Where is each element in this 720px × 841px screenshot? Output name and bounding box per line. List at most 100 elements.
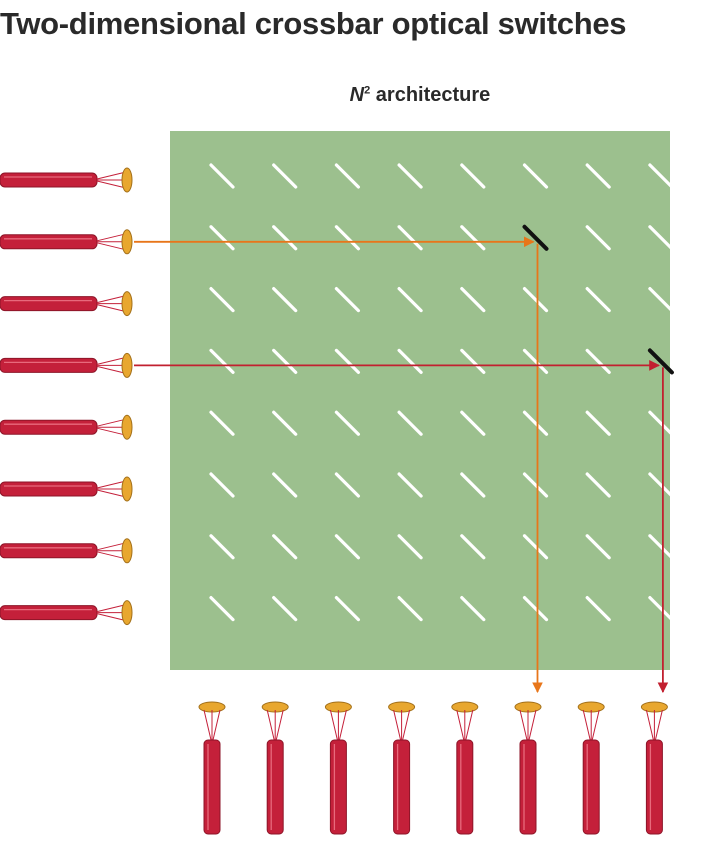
mirror <box>585 410 611 436</box>
mirror <box>397 225 423 251</box>
input-light-cone <box>96 233 127 251</box>
mirror <box>209 472 235 498</box>
mirror <box>272 225 298 251</box>
mirror <box>334 287 360 313</box>
mirror <box>522 534 549 560</box>
mirror <box>648 410 674 436</box>
mirror <box>460 472 486 498</box>
mirror <box>585 348 611 374</box>
mirror <box>648 534 674 560</box>
mirror <box>585 534 611 560</box>
output-fiber <box>519 739 537 835</box>
mirror <box>272 595 298 622</box>
input-light-cone <box>96 604 127 622</box>
architecture-text: architecture <box>370 84 491 106</box>
mirror <box>648 225 674 251</box>
input-fiber <box>0 481 98 497</box>
mirror <box>522 348 549 374</box>
architecture-symbol: N <box>349 84 365 106</box>
input-lens <box>121 538 133 564</box>
output-fiber <box>645 739 663 835</box>
mirror <box>522 595 549 622</box>
input-lens <box>121 476 133 502</box>
output-light-cone <box>645 709 663 741</box>
mirror <box>522 163 549 189</box>
input-light-cone <box>96 542 127 560</box>
input-fiber <box>0 543 98 559</box>
mirror <box>397 348 423 374</box>
mirror <box>397 534 423 560</box>
mirror <box>334 163 360 189</box>
mirror <box>460 348 486 374</box>
mirror <box>209 410 235 436</box>
mirror <box>585 595 611 622</box>
mirror <box>334 348 360 374</box>
input-fiber <box>0 234 98 250</box>
input-lens <box>121 414 133 440</box>
mirror <box>460 534 486 560</box>
mirror <box>460 225 486 251</box>
output-fiber <box>582 739 600 835</box>
output-fiber <box>456 739 474 835</box>
input-fiber <box>0 357 98 373</box>
mirror <box>460 410 486 436</box>
mirror <box>648 163 674 189</box>
mirror <box>334 225 360 251</box>
mirror <box>397 287 423 313</box>
mirror <box>334 472 360 498</box>
output-light-cone <box>203 709 221 741</box>
mirror <box>648 595 674 622</box>
mirror <box>209 595 235 622</box>
input-fiber <box>0 296 98 312</box>
output-fiber <box>329 739 347 835</box>
input-lens <box>121 600 133 626</box>
mirror <box>397 163 423 189</box>
mirror <box>272 287 298 313</box>
output-fiber <box>203 739 221 835</box>
input-light-cone <box>96 480 127 498</box>
output-light-cone <box>393 709 411 741</box>
mirror <box>522 410 549 436</box>
output-fiber <box>393 739 411 835</box>
mirror <box>209 534 235 560</box>
mirror <box>209 348 235 374</box>
mirror <box>460 163 486 189</box>
mirror <box>272 410 298 436</box>
mirror <box>334 595 360 622</box>
input-fiber <box>0 172 98 188</box>
mirror-active <box>522 224 549 251</box>
input-fiber <box>0 605 98 621</box>
mirror <box>397 595 423 622</box>
mirror <box>585 225 611 251</box>
mirror <box>460 287 486 313</box>
mirror-active <box>647 348 674 375</box>
mirror <box>209 225 235 251</box>
input-light-cone <box>96 418 127 436</box>
architecture-exponent: 2 <box>364 84 371 97</box>
architecture-label: N2 architecture <box>170 84 670 107</box>
input-lens <box>121 352 133 378</box>
mirror <box>209 287 235 313</box>
output-light-cone <box>266 709 284 741</box>
output-light-cone <box>519 709 537 741</box>
mirror <box>585 163 611 189</box>
mirror <box>334 534 360 560</box>
mirror <box>460 595 486 622</box>
output-light-cone <box>456 709 474 741</box>
mirror <box>522 287 549 313</box>
input-light-cone <box>96 356 127 374</box>
input-lens <box>121 229 133 255</box>
mirror <box>648 472 674 498</box>
input-light-cone <box>96 295 127 313</box>
mirror <box>397 410 423 436</box>
mirror <box>272 472 298 498</box>
output-fiber <box>266 739 284 835</box>
diagram-title: Two-dimensional crossbar optical switche… <box>0 6 627 41</box>
switch-substrate <box>170 131 670 670</box>
mirror <box>585 287 611 313</box>
mirror <box>272 163 298 189</box>
mirror <box>522 472 549 498</box>
mirror <box>272 348 298 374</box>
mirror <box>334 410 360 436</box>
